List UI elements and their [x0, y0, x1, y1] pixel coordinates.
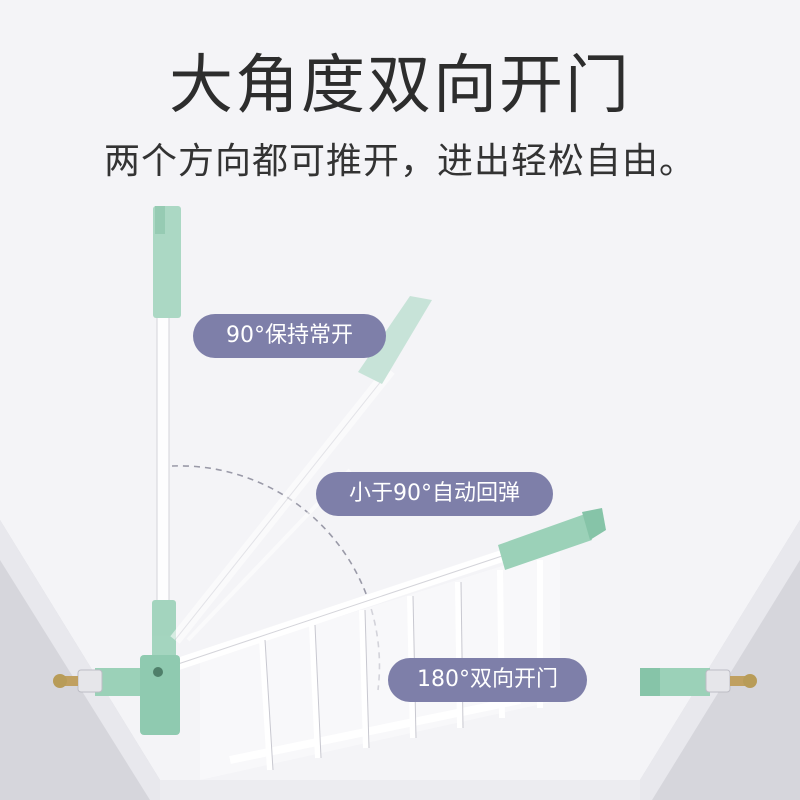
floor [160, 780, 640, 800]
hinge-right [640, 668, 757, 696]
label-two-way: 180°双向开门 [388, 658, 587, 702]
label-auto-return: 小于90°自动回弹 [316, 472, 553, 516]
label-hold-open: 90°保持常开 [193, 314, 386, 358]
left-wall-inner [0, 520, 160, 800]
subline: 两个方向都可推开，进出轻松自由。 [103, 141, 696, 182]
right-wall-inner [640, 520, 800, 800]
gate-diagonal [170, 296, 432, 644]
gate-open [173, 508, 606, 780]
hinge-left [53, 655, 180, 735]
headline: 大角度双向开门 [169, 49, 631, 123]
gate-vertical [152, 206, 181, 720]
